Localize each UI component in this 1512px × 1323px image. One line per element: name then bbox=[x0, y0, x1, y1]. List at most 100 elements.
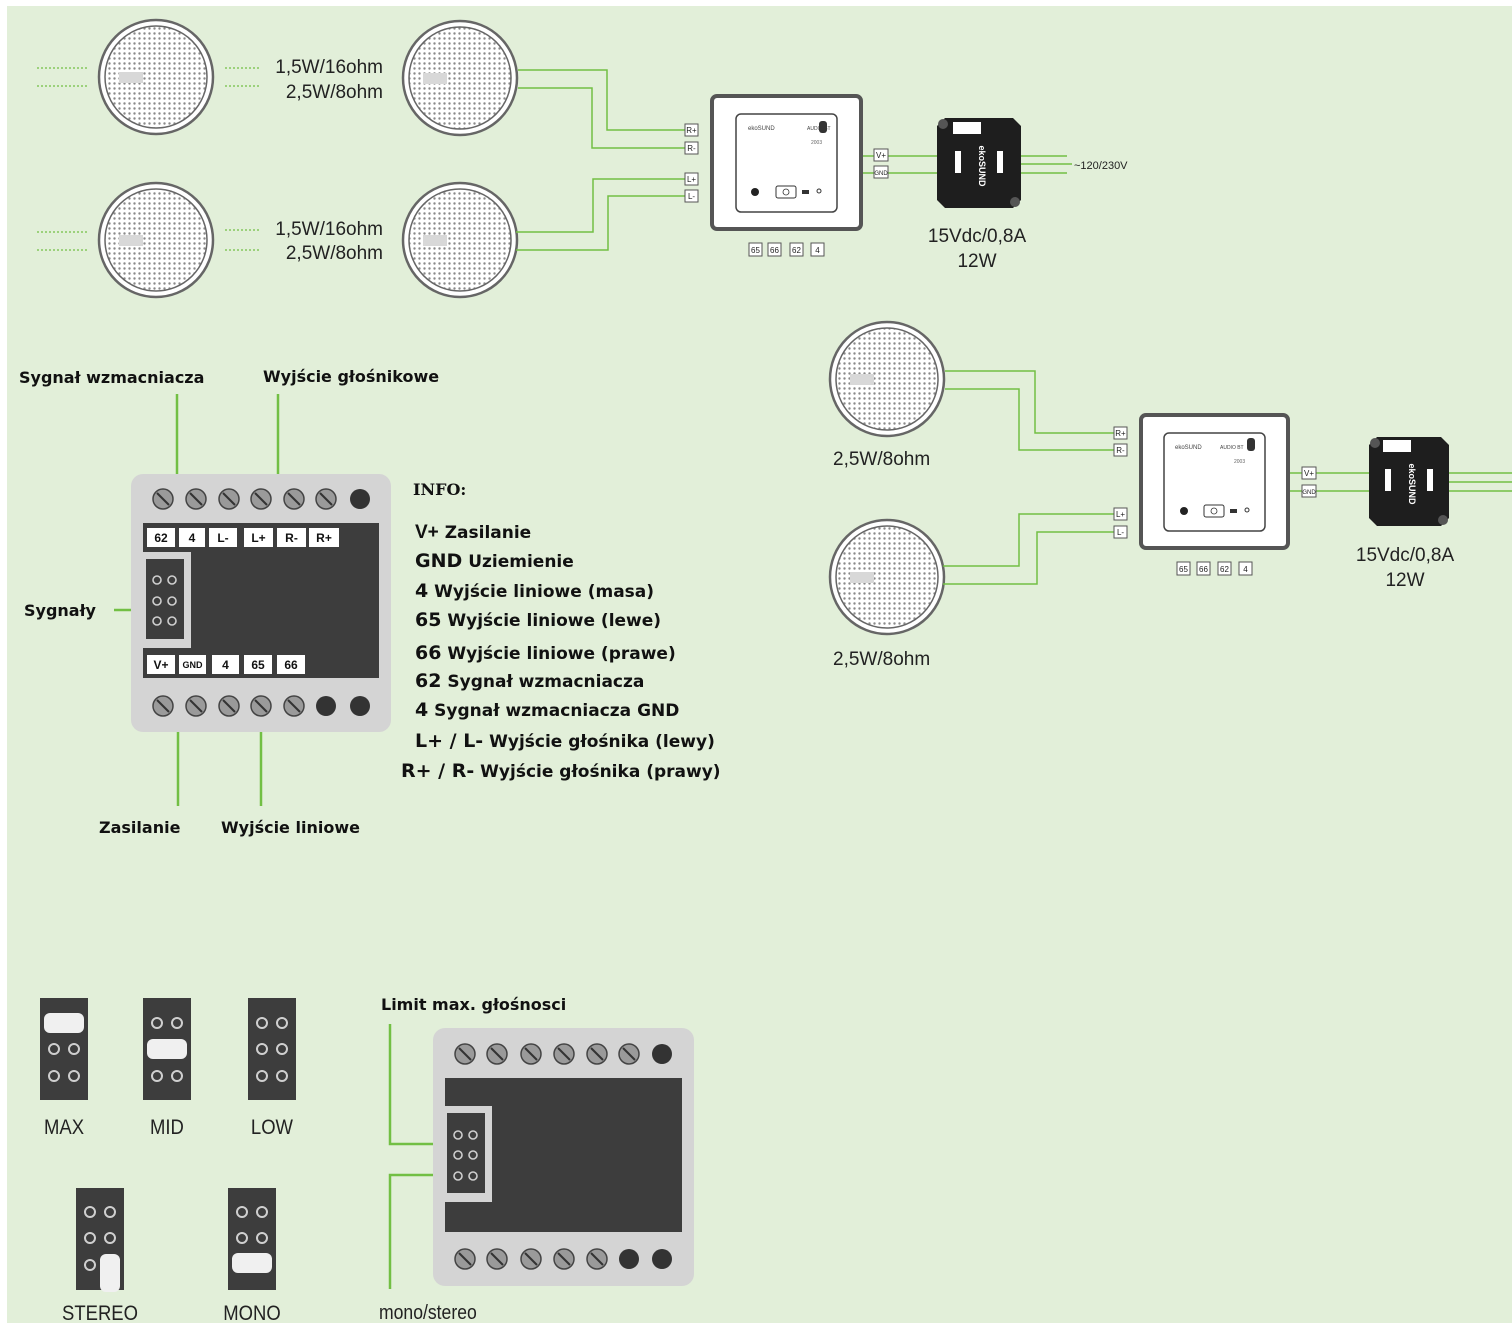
terminal-gnd: GND bbox=[1302, 490, 1316, 496]
speaker-icon bbox=[97, 181, 215, 299]
bluetooth-badge: AUDIO BT bbox=[807, 126, 831, 132]
terminal-gnd: GND bbox=[874, 171, 888, 177]
bluetooth-badge: AUDIO BT bbox=[1220, 445, 1244, 451]
terminal-l-minus: L- bbox=[217, 531, 228, 545]
screw-terminals-top bbox=[454, 1043, 672, 1065]
terminal-r-minus: R- bbox=[285, 531, 298, 545]
info-item: L+ / L- Wyjście głośnika (lewy) bbox=[415, 730, 715, 752]
screw-terminals-bottom bbox=[152, 695, 370, 717]
info-item: R+ / R- Wyjście głośnika (prawy) bbox=[401, 760, 721, 782]
amp-bottom-terminals: 65 66 62 4 bbox=[1176, 561, 1253, 576]
speaker-spec-16ohm: 1,5W/16ohm bbox=[275, 219, 383, 240]
psu-power: 12W bbox=[957, 251, 996, 272]
model-number: 2003 bbox=[1234, 459, 1245, 465]
power-button-icon bbox=[775, 185, 797, 199]
psu-brand-logo: ekoSUND bbox=[977, 145, 987, 187]
terminal-v-plus: V+ bbox=[153, 658, 168, 672]
speaker-icon bbox=[97, 18, 215, 136]
terminal-66: 66 bbox=[1199, 565, 1208, 574]
terminal-65: 65 bbox=[1179, 565, 1188, 574]
terminal-65: 65 bbox=[251, 658, 265, 672]
signal-jumper-header bbox=[139, 552, 191, 648]
psu-brand-logo: ekoSUND bbox=[1407, 463, 1417, 505]
label-volume-limit: Limit max. głośnosci bbox=[381, 995, 566, 1014]
jumper-max bbox=[40, 998, 88, 1100]
psu-power: 12W bbox=[1385, 570, 1424, 591]
terminal-65: 65 bbox=[751, 246, 760, 255]
brand-logo: ekoSUND bbox=[1175, 445, 1202, 451]
speaker-spec-8ohm: 2,5W/8ohm bbox=[286, 243, 383, 264]
terminal-62: 62 bbox=[1220, 565, 1229, 574]
jumper-stereo bbox=[76, 1188, 124, 1292]
info-legend: INFO: V+ Zasilanie GND Uziemienie 4 Wyjś… bbox=[401, 480, 721, 782]
speaker-icon bbox=[828, 518, 946, 636]
terminal-labels-top: 62 4 L- L+ R- R+ bbox=[147, 528, 339, 547]
model-number: 2003 bbox=[811, 140, 822, 146]
terminal-labels-bottom: V+ GND 4 65 66 bbox=[147, 655, 305, 674]
speaker-spec: 2,5W/8ohm bbox=[833, 449, 930, 470]
amp-bottom-terminals: 65 66 62 4 bbox=[748, 242, 825, 257]
speaker-wires bbox=[516, 69, 1072, 251]
amp-terminal-labels: R+ R- L+ L- V+ GND bbox=[1113, 426, 1317, 539]
speaker-icon bbox=[401, 181, 519, 299]
terminal-l-minus: L- bbox=[688, 192, 695, 201]
top-system: 1,5W/16ohm 2,5W/8ohm 1,5W/16ohm 2,5W/8oh… bbox=[37, 18, 1128, 299]
power-supply-module: ekoSUND bbox=[1369, 437, 1449, 526]
label-power: Zasilanie bbox=[99, 818, 181, 837]
label-line-output: Wyjście liniowe bbox=[221, 818, 360, 837]
terminal-r-minus: R- bbox=[687, 144, 696, 153]
speaker-spec: 2,5W/8ohm bbox=[833, 649, 930, 670]
terminal-r-minus: R- bbox=[1116, 446, 1125, 455]
power-button-icon bbox=[1203, 504, 1225, 518]
right-system: 2,5W/8ohm 2,5W/8ohm R+ R- L+ L- V+ bbox=[828, 320, 1512, 670]
psu-spec: 15Vdc/0,8A bbox=[1356, 545, 1455, 566]
bluetooth-icon bbox=[819, 121, 827, 133]
speaker-icon bbox=[828, 320, 946, 438]
led-icon bbox=[816, 188, 822, 194]
led-icon bbox=[1244, 507, 1250, 513]
terminal-v-plus: V+ bbox=[876, 151, 886, 160]
terminal-l-plus: L+ bbox=[1116, 510, 1125, 519]
label-amp-signal: Sygnał wzmacniacza bbox=[19, 368, 204, 387]
aux-input-icon bbox=[751, 188, 759, 196]
power-supply-module: ekoSUND bbox=[937, 118, 1021, 208]
info-item: 62 Sygnał wzmacniacza bbox=[415, 670, 644, 692]
terminal-r-plus: R+ bbox=[316, 531, 332, 545]
terminal-gnd: GND bbox=[183, 660, 204, 670]
usb-icon bbox=[1230, 509, 1237, 513]
info-heading: INFO: bbox=[413, 480, 466, 499]
limit-diagram: Limit max. głośnosci bbox=[379, 995, 694, 1323]
terminal-diagram: Sygnał wzmacniacza Wyjście głośnikowe bbox=[19, 367, 439, 837]
terminal-66: 66 bbox=[770, 246, 779, 255]
label-signals: Sygnały bbox=[24, 601, 97, 620]
label-mono: MONO bbox=[223, 1302, 280, 1323]
terminal-l-plus: L+ bbox=[687, 175, 696, 184]
terminal-66: 66 bbox=[284, 658, 298, 672]
label-mid: MID bbox=[150, 1116, 184, 1139]
jumper-mono bbox=[228, 1188, 276, 1290]
callout-lines bbox=[388, 1024, 452, 1289]
jumper-mid bbox=[143, 998, 191, 1100]
terminal-r-plus: R+ bbox=[1115, 429, 1126, 438]
terminal-4: 4 bbox=[815, 246, 820, 255]
info-item: 65 Wyjście liniowe (lewe) bbox=[415, 609, 661, 631]
info-item: 66 Wyjście liniowe (prawe) bbox=[415, 642, 676, 664]
info-item: GND Uziemienie bbox=[415, 550, 574, 572]
terminal-4: 4 bbox=[222, 658, 229, 672]
terminal-v-plus: V+ bbox=[1304, 469, 1314, 478]
amplifier-module: ekoSUND AUDIO BT 2003 bbox=[1139, 413, 1290, 550]
terminal-l-minus: L- bbox=[1117, 528, 1124, 537]
amp-terminal-labels: R+ R- L+ L- V+ GND bbox=[684, 123, 889, 203]
wiring-diagram: 1,5W/16ohm 2,5W/8ohm 1,5W/16ohm 2,5W/8oh… bbox=[7, 6, 1512, 1323]
speaker-spec-16ohm: 1,5W/16ohm bbox=[275, 57, 383, 78]
speaker-icon bbox=[401, 19, 519, 137]
mains-voltage-label: ~120/230V bbox=[1074, 160, 1128, 172]
screw-terminals-bottom bbox=[454, 1248, 672, 1270]
label-max: MAX bbox=[44, 1116, 84, 1139]
terminal-62: 62 bbox=[154, 531, 168, 545]
terminal-4: 4 bbox=[1243, 565, 1248, 574]
terminal-4: 4 bbox=[189, 531, 196, 545]
label-mono-stereo: mono/stereo bbox=[379, 1301, 477, 1323]
label-stereo: STEREO bbox=[62, 1302, 138, 1323]
info-item: 4 Sygnał wzmacniacza GND bbox=[415, 699, 679, 721]
